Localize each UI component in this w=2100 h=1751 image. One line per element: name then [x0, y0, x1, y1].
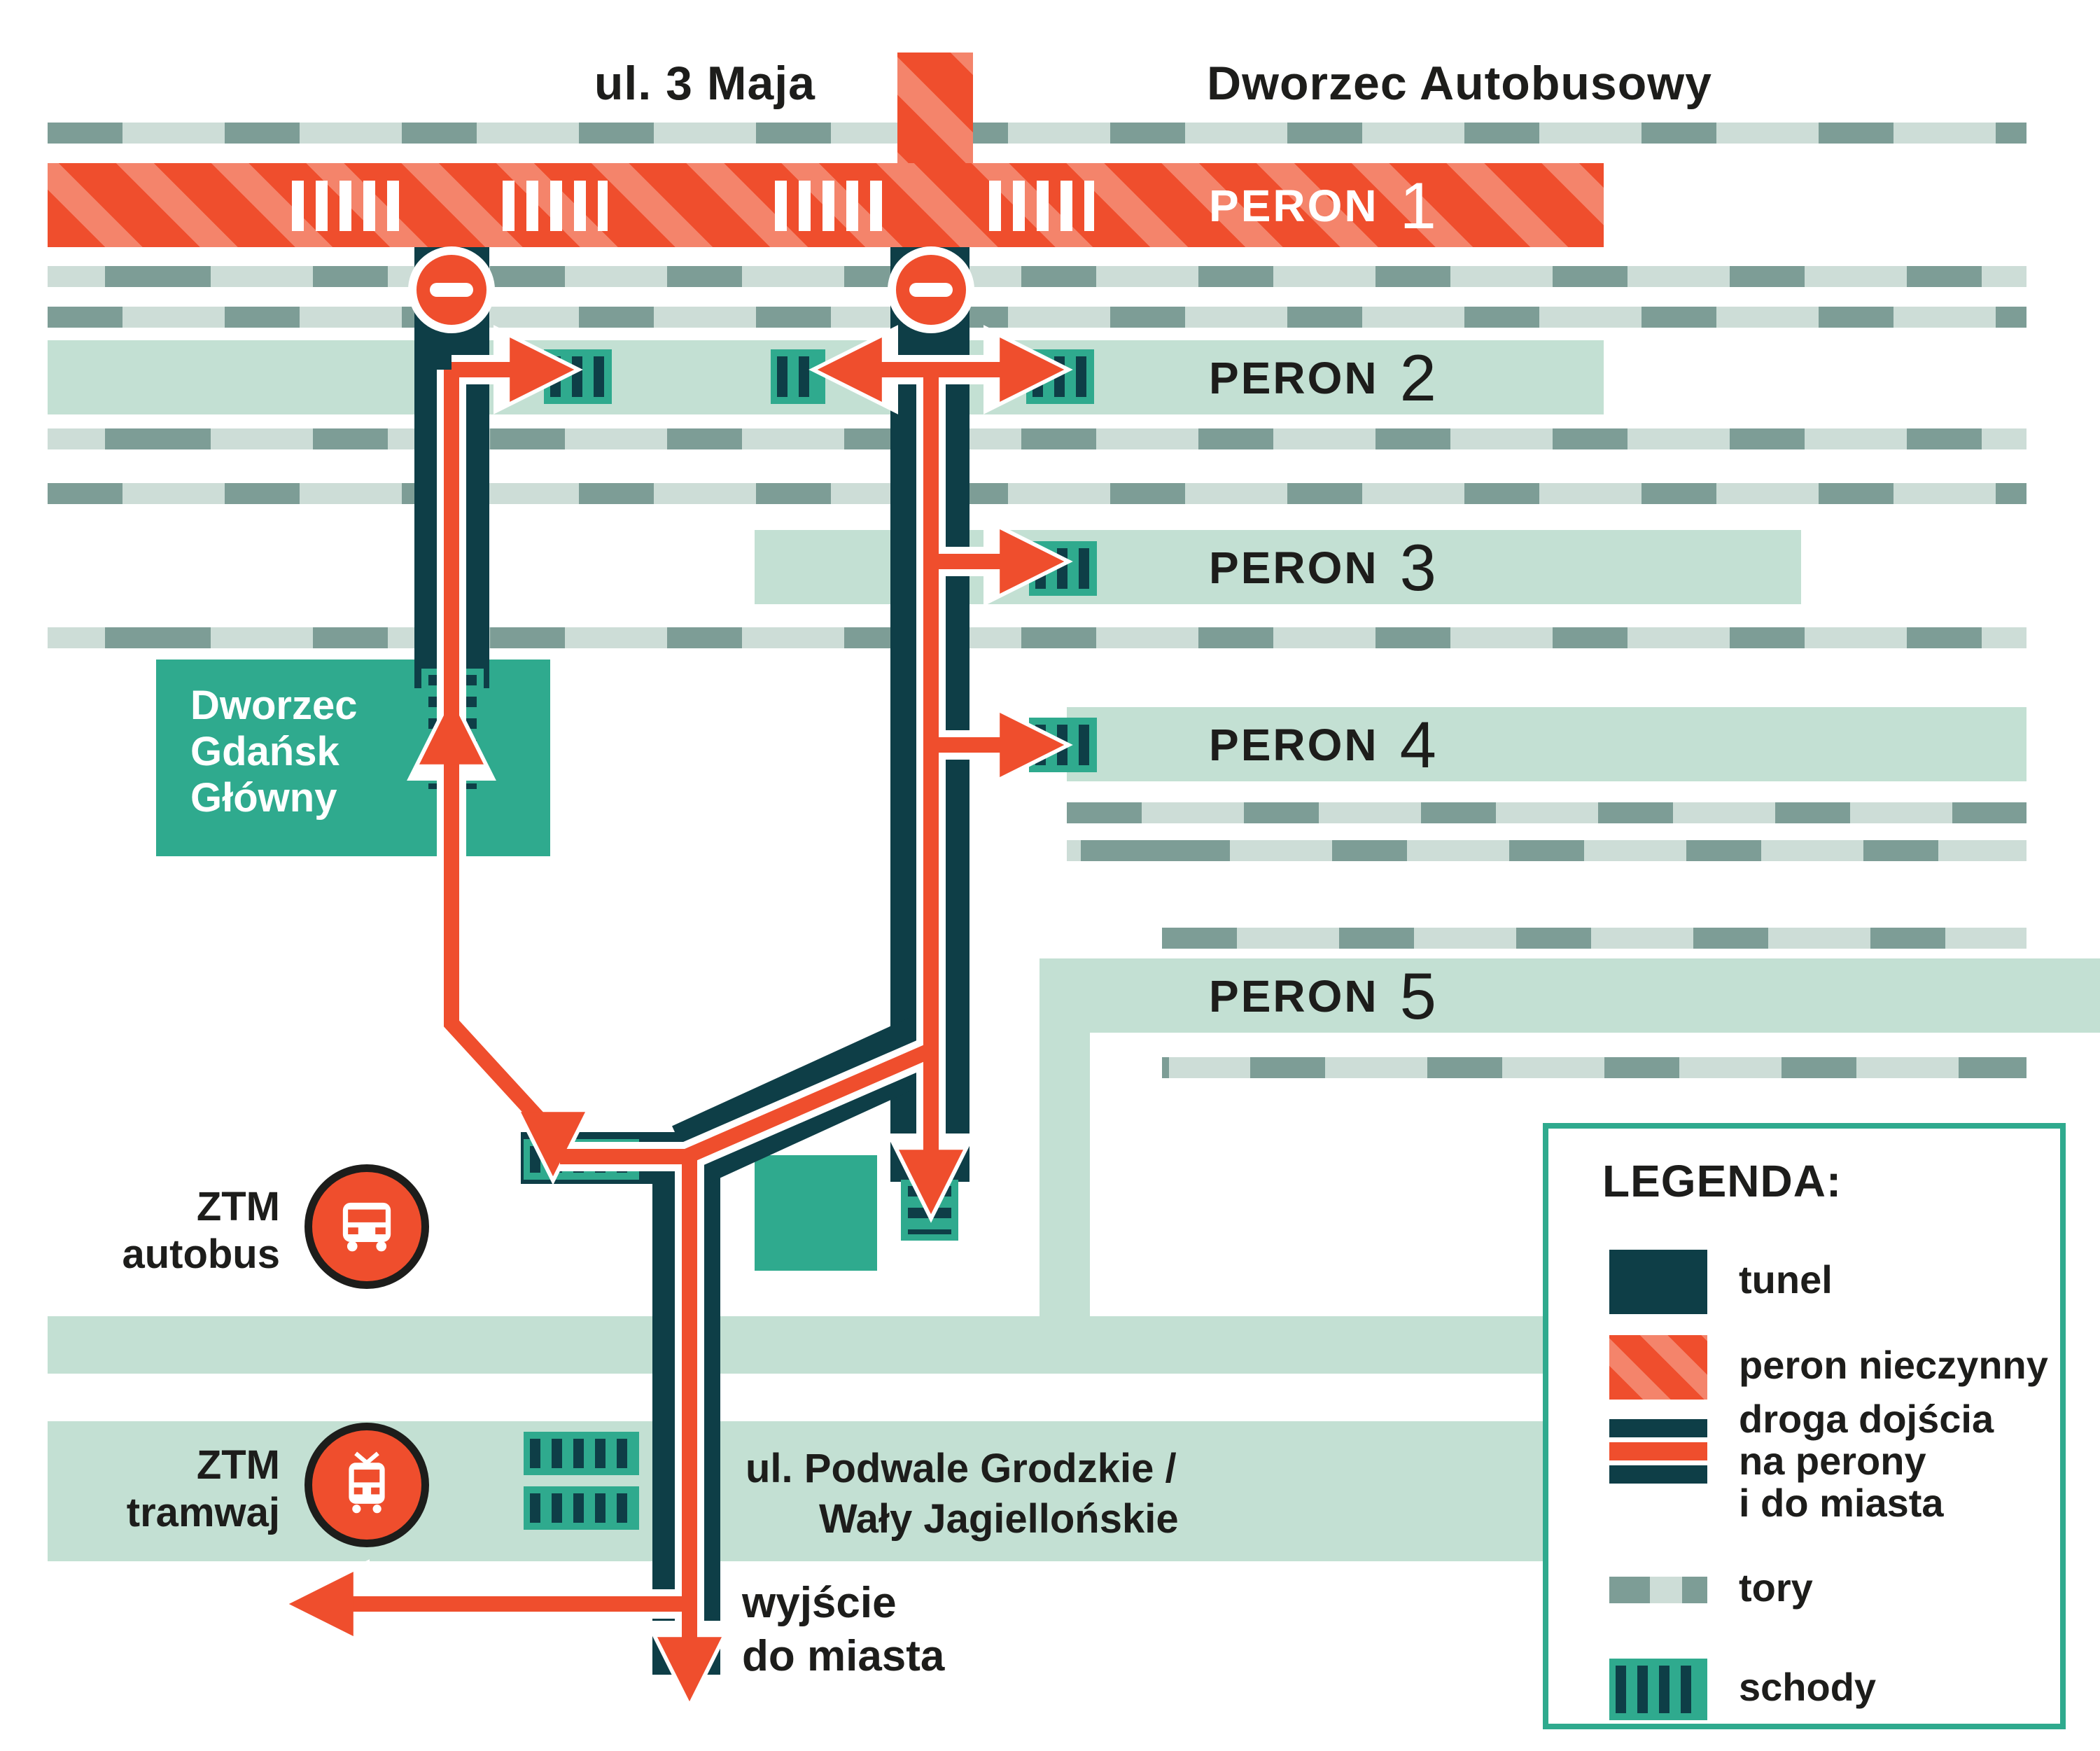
ztm-bus-label: ZTM autobus: [122, 1184, 280, 1277]
stairs-steps: [989, 181, 1094, 231]
stairs-steps: [530, 1493, 633, 1523]
walkway-connector: [1040, 1008, 1090, 1374]
street-top-label: ul. 3 Maja: [594, 57, 816, 110]
platform-band-5: [1040, 958, 2100, 1033]
no-entry-bar: [430, 283, 473, 297]
platform-band-4: [1067, 707, 2026, 781]
route-arrows: [288, 337, 1065, 1702]
legend-label-access-route: droga dojścia na perony i do miasta: [1739, 1397, 1994, 1525]
legend-swatch-tracks: [1609, 1577, 1707, 1603]
city-exit-label: wyjście do miasta: [742, 1579, 945, 1680]
stairs-steps: [530, 1439, 633, 1468]
stairs-icon: [524, 1432, 639, 1475]
ztm-bus-stop: [304, 1164, 429, 1289]
tram-icon: [349, 1451, 385, 1514]
track-row: [48, 428, 2026, 449]
stairs-steps: [775, 181, 884, 231]
track-row: [48, 483, 2026, 504]
legend-label-closed-platform: peron nieczynny: [1739, 1343, 2048, 1387]
bus-station-label: Dworzec Autobusowy: [1207, 57, 1712, 110]
legend: LEGENDA: tunel peron nieczynny droga doj…: [1543, 1123, 2066, 1729]
legend-swatch-closed-platform: [1609, 1335, 1707, 1400]
stairs-icon: [292, 181, 401, 231]
street-bottom-label: ul. Podwale Grodzkie / Wały Jagielloński…: [746, 1446, 1179, 1542]
station-box-label: Dworzec Gdańsk Główny: [190, 683, 358, 821]
stairs-icon: [524, 1486, 639, 1530]
route-left-tunnel: [444, 370, 585, 1177]
legend-swatch-access-route: [1609, 1419, 1707, 1484]
legend-label-tracks: tory: [1739, 1565, 1813, 1610]
stairs-icon: [503, 181, 608, 231]
route-to-city-exit: [657, 1042, 934, 1702]
tram-street-band: [48, 1421, 1543, 1561]
stairs-steps: [1616, 1666, 1701, 1713]
track-row: [1067, 802, 2026, 823]
legend-label-tunnel: tunel: [1739, 1257, 1833, 1302]
stairs-icon: [989, 181, 1094, 231]
track-row: [1067, 840, 2026, 861]
no-entry-bar: [909, 283, 953, 297]
no-entry-sign: [888, 246, 974, 333]
legend-label-stairs: schody: [1739, 1665, 1877, 1709]
legend-title: LEGENDA:: [1602, 1156, 1842, 1206]
station-building-block: [755, 1155, 877, 1271]
legend-swatch-tunnel: [1609, 1250, 1707, 1314]
no-entry-sign: [408, 246, 495, 333]
track-row: [48, 266, 2026, 287]
stairs-steps: [503, 181, 608, 231]
ztm-tram-stop: [304, 1423, 429, 1547]
stairs-steps: [292, 181, 401, 231]
legend-swatch-stairs: [1609, 1659, 1707, 1720]
bus-icon: [342, 1202, 391, 1252]
track-row: [48, 627, 2026, 648]
track-row: [48, 123, 2026, 144]
ztm-tram-label: ZTM tramwaj: [126, 1442, 280, 1535]
track-row: [1162, 1057, 2026, 1078]
track-row: [1162, 928, 2026, 949]
walkway-band: [48, 1316, 1543, 1374]
track-row: [48, 307, 2026, 328]
stairs-icon: [775, 181, 884, 231]
